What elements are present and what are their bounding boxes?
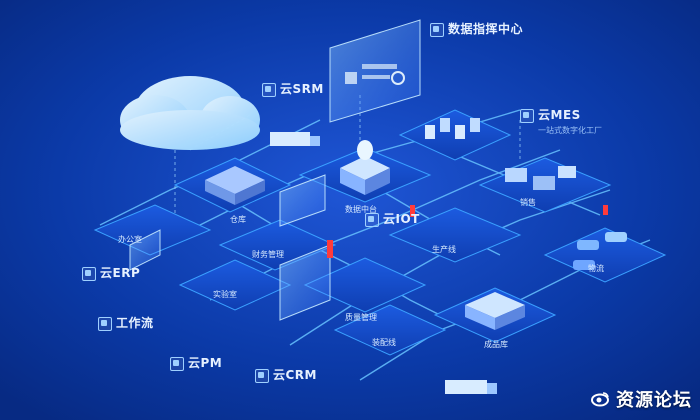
hologram-panels [129,19,421,321]
vehicles [270,132,627,394]
label-pm: 云PM [170,356,222,371]
brand-watermark: 资源论坛 [590,386,692,412]
node-warehouse: 仓库 [230,214,246,224]
label-workflow-title: 工作流 [116,316,154,330]
label-command-center-title: 数据指挥中心 [448,22,524,36]
label-iot-title: 云IOT [383,212,420,226]
cloud-icon [120,76,260,150]
node-lab: 实验室 [213,289,237,299]
label-mes-title: 云MES [538,108,581,122]
srm-icon [262,83,276,97]
buildings [205,118,576,330]
brand-text: 资源论坛 [616,390,692,411]
label-pm-title: 云PM [188,356,223,370]
label-command-center: 数据指挥中心 [430,22,523,37]
node-data-center: 数据中台 [345,204,377,214]
label-workflow: 工作流 [98,316,154,331]
iot-icon [365,213,379,227]
mes-icon [520,109,534,123]
label-crm-title: 云CRM [273,368,317,382]
command-center-icon [430,23,444,37]
node-assembly: 装配线 [372,337,396,347]
label-srm: 云SRM [262,82,324,97]
label-erp: 云ERP [82,266,140,281]
label-iot: 云IOT [365,212,420,227]
label-crm: 云CRM [255,368,317,383]
pm-icon [170,357,184,371]
weibo-icon [591,392,609,407]
node-production-line: 生产线 [432,244,456,254]
alert-icons [327,205,608,258]
label-erp-title: 云ERP [100,266,141,280]
crm-icon [255,369,269,383]
label-mes: 云MES 一站式数字化工厂 [520,108,602,138]
node-sales: 销售 [520,197,536,207]
label-mes-sub: 一站式数字化工厂 [538,126,602,135]
workflow-icon [98,317,112,331]
node-finished: 成品库 [484,339,508,349]
node-logistics: 物流 [588,263,604,273]
node-finance: 财务管理 [252,249,284,259]
erp-icon [82,267,96,281]
node-office: 办公室 [118,234,142,244]
label-srm-title: 云SRM [280,82,324,96]
node-quality: 质量管理 [345,312,377,322]
